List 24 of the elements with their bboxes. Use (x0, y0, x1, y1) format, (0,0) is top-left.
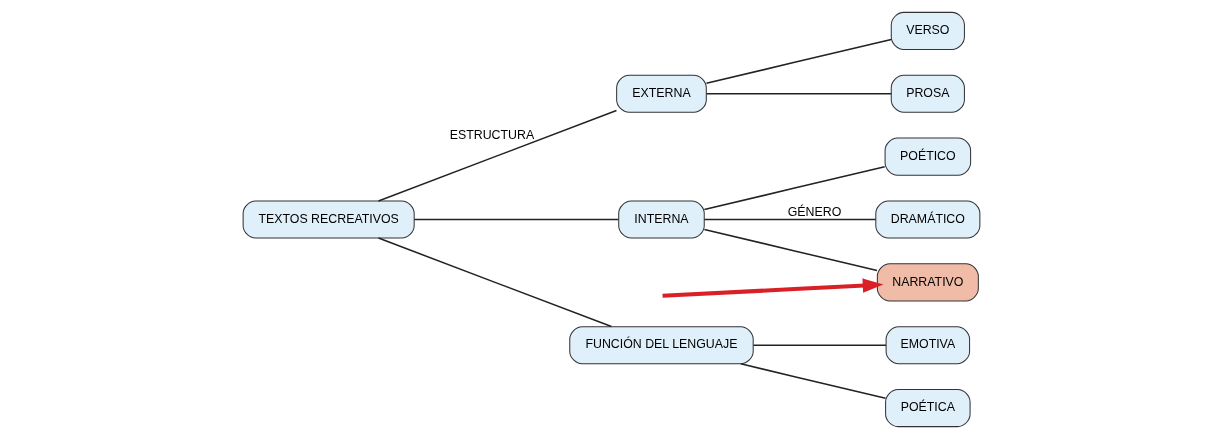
node-box: DRAMÁTICO (874, 200, 980, 239)
node-box: POÉTICO (884, 137, 971, 176)
node-box: INTERNA (617, 200, 705, 239)
node-box: VERSO (890, 11, 965, 50)
node-box: EXTERNA (615, 74, 707, 113)
connector (377, 237, 612, 328)
node-box: POÉTICA (884, 389, 971, 428)
connector (752, 344, 887, 346)
node-box: TEXTOS RECREATIVOS (242, 200, 415, 239)
node-box: EMOTIVA (885, 326, 970, 365)
connector (703, 228, 878, 272)
connector (705, 38, 892, 85)
connector (377, 109, 617, 202)
connector (703, 218, 876, 221)
connector (705, 93, 892, 95)
edge-label: ESTRUCTURA (449, 127, 534, 142)
node-box: PROSA (890, 74, 965, 113)
arrow (661, 278, 883, 298)
node-box: NARRATIVO (876, 263, 979, 302)
connector (739, 363, 886, 400)
node-box: FUNCIÓN DEL LENGUAJE (568, 326, 754, 365)
edge-label: GÉNERO (787, 205, 841, 219)
connector (703, 165, 885, 211)
connector (413, 218, 619, 221)
